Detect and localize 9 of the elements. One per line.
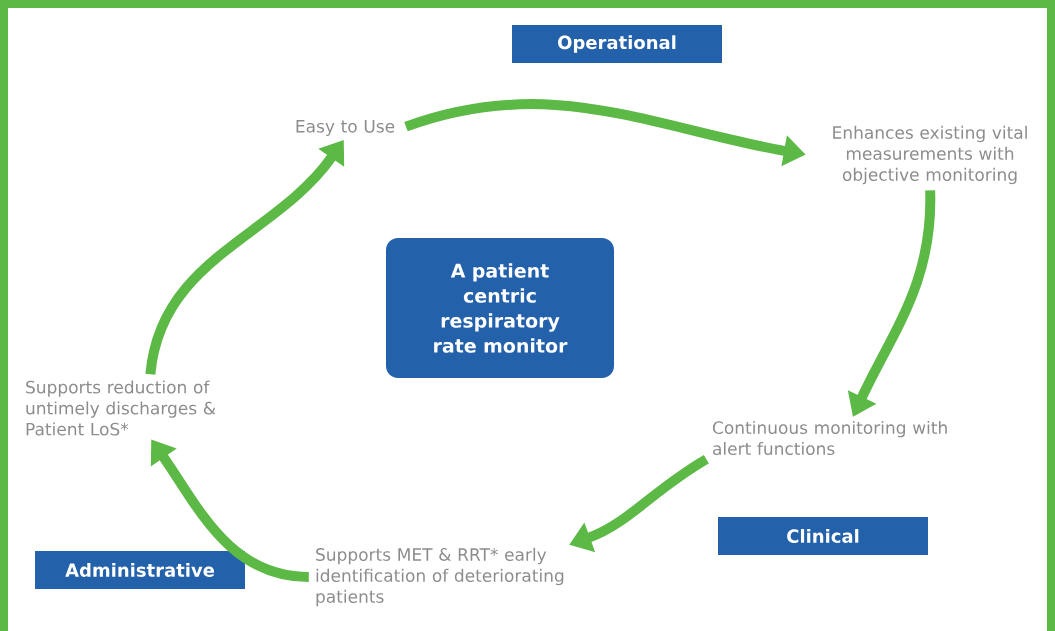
caption-text: Continuous monitoring with alert functions — [712, 420, 947, 456]
category-label: Clinical — [718, 517, 928, 555]
caption-text: Easy to Use — [296, 120, 395, 136]
caption-text: Supports reduction of untimely discharges & Patient LoS* — [26, 380, 216, 436]
category-label: Administrative — [35, 551, 245, 589]
title-box: A patient centric respiratory rate monitor — [386, 238, 614, 378]
caption-text: Enhances existing vital measurements with objective monitoring — [833, 125, 1027, 185]
caption-text: Supports MET & RRT* early identification of deteriorating patients — [316, 547, 564, 607]
category-label: Operational — [512, 25, 722, 63]
